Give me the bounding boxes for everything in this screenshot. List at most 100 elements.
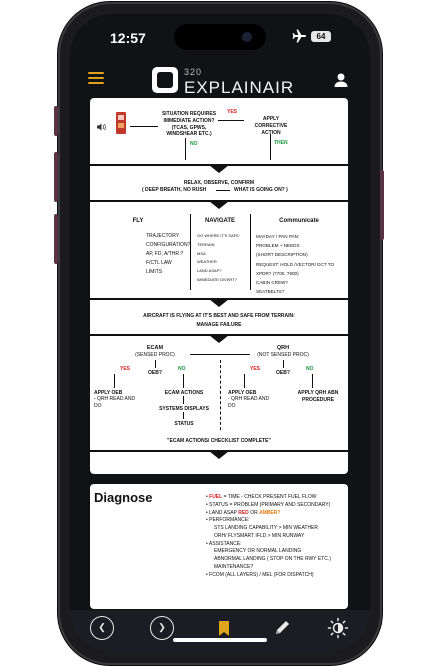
relax-text: RELAX, OBSERVE, CONFIRM: [183, 180, 255, 186]
status-bar: 12:57 64: [70, 14, 370, 60]
navigate-item: TERRAIN: [197, 241, 215, 247]
status-line: STATUS = PROBLEM (PRIMARY AND SECONDARY): [209, 501, 331, 508]
column-divider-2: [250, 214, 251, 290]
maintenance-line: MAINTENANCE?: [214, 563, 254, 570]
fuel-rest: = TIME - CHECK PRESENT FUEL FLOW: [223, 494, 317, 500]
logo-variant: 320: [184, 67, 203, 77]
screen: 12:57 64 320 EXPLAINAIR SITUAT: [70, 14, 370, 653]
ecam-oeb-question: OEB?: [148, 370, 162, 376]
diagnose-item-status: • STATUS = PROBLEM (PRIMARY AND SECONDAR…: [206, 501, 331, 508]
communicate-item: CABIN CREW?: [256, 279, 288, 285]
communicate-item: (SHORT DESCRIPTION): [256, 252, 308, 258]
land-asap: LAND ASAP: [209, 509, 237, 516]
diagnose-list: • FUEL = TIME - CHECK PRESENT FUEL FLOW …: [206, 494, 346, 579]
arrow-right-2: [216, 190, 230, 191]
qrh-yes-arrow: [244, 374, 245, 388]
diagnose-item-performance: • PERFORMANCE:: [206, 517, 250, 524]
ecam-complete-text: "ECAM ACTIONS/ CHECKLIST COMPLETE": [167, 438, 271, 444]
apply-corrective-text: APPLY CORRECTIVE ACTION: [254, 116, 288, 136]
brightness-icon[interactable]: [326, 616, 350, 640]
diagnose-card[interactable]: Diagnose • FUEL = TIME - CHECK PRESENT F…: [90, 484, 348, 609]
clock: 12:57: [110, 30, 146, 46]
qrh-oeb-yes: YES: [250, 366, 261, 372]
qrh-oeb-question: OEB?: [276, 370, 290, 376]
camera-icon: [242, 32, 252, 42]
ecam-oeb-yes: YES: [120, 366, 131, 372]
navigate-list: GO WHERE IT'S SAFE: TERRAIN MSA WEATHER …: [197, 232, 253, 285]
previous-page-button[interactable]: ❮: [90, 616, 114, 640]
ecam-actions-arrow: [183, 396, 184, 404]
logo-icon: [152, 67, 178, 93]
communicate-list: MAYDAY / PAN PAN: PROBLEM + NEEDS (SHORT…: [256, 232, 346, 296]
column-divider-1: [190, 214, 191, 290]
ecam-qrh-read-do: - QRH READ AND DO: [94, 396, 136, 409]
app-bar: 320 EXPLAINAIR: [70, 60, 370, 100]
communicate-item: PROBLEM + NEEDS: [256, 243, 300, 249]
ecam-oeb-no: NO: [178, 366, 186, 372]
situation-text: SITUATION REQUIRES IMMEDIATE ACTION? (TC…: [161, 111, 217, 138]
qrh-read-do: - QRH READ AND DO: [228, 396, 270, 409]
flow-arrow-4: [209, 335, 229, 343]
flowchart-card[interactable]: SITUATION REQUIRES IMMEDIATE ACTION? (TC…: [90, 98, 348, 474]
emergency-line: EMERGENCY OR NORMAL LANDING: [214, 548, 302, 555]
qrh-no-arrow: [312, 374, 313, 388]
fly-list: TRAJECTORY CONFIGURATION? AP, FD, A/THR …: [146, 232, 206, 277]
diagnose-item-fuel: • FUEL = TIME - CHECK PRESENT FUEL FLOW: [206, 494, 317, 500]
abnormal-line: ABNORMAL LANDING ( STOP ON THE RWY ETC.): [214, 556, 331, 562]
ecam-title: ECAM: [146, 345, 164, 351]
qrh-arrow: [283, 360, 284, 368]
warning-light-icon: [116, 112, 126, 134]
what-going-on-text: WHAT IS GOING ON? ): [234, 187, 288, 193]
navigate-item: IMMEDIATE DIVERT?: [197, 276, 237, 282]
navigate-item: MSA: [197, 250, 206, 256]
power-button: [380, 170, 384, 240]
volume-down-button: [54, 214, 58, 264]
red-word: RED: [238, 509, 249, 516]
communicate-item: REQUEST: HOLD /VECTOR/ DCT TO: [256, 261, 335, 267]
yes-label: YES: [227, 109, 238, 115]
airplane-mode-icon: [292, 29, 306, 43]
user-icon[interactable]: [333, 72, 349, 88]
navigate-title: NAVIGATE: [204, 218, 236, 224]
pencil-icon[interactable]: [270, 616, 294, 640]
bookmark-icon[interactable]: [212, 616, 236, 640]
ecam-actions: ECAM ACTIONS: [164, 390, 204, 396]
center-divider: [220, 360, 221, 430]
assistance-label: ASSISTANCE:: [208, 540, 242, 547]
fly-item: TRAJECTORY: [146, 233, 180, 239]
qrh-apply-oeb: APPLY OEB: [228, 390, 257, 396]
fuel-word: FUEL: [209, 494, 223, 500]
flow-arrow-5: [209, 451, 229, 459]
diagnose-item-land: • LAND ASAP RED OR AMBER?: [206, 509, 281, 516]
home-indicator[interactable]: [173, 638, 267, 642]
arrow-down-no: [185, 138, 186, 160]
flow-arrow-1: [209, 165, 229, 173]
diagnose-item-fcom: • FCOM (ALL LAYERS) / MEL (FOR DISPATCH): [206, 571, 314, 578]
next-page-button[interactable]: ❯: [150, 616, 174, 640]
ecam-arrow: [155, 360, 156, 368]
communicate-item: XPDR? (7700, 7600): [256, 270, 299, 276]
fly-item: F/CTL LAW: [146, 260, 172, 266]
battery-icon: 64: [311, 31, 331, 42]
manage-failure-text: MANAGE FAILURE: [196, 322, 242, 328]
navigate-item: LAND ASAP?: [197, 268, 222, 274]
arrow-down-then: [270, 134, 271, 160]
ecam-yes-arrow: [114, 374, 115, 388]
fly-item: CONFIGURATION?: [146, 242, 191, 248]
mute-switch: [54, 106, 58, 136]
diagnose-item-assistance: • ASSISTANCE:: [206, 540, 242, 547]
flow-arrow-2: [209, 201, 229, 209]
app-logo: 320 EXPLAINAIR: [152, 64, 294, 96]
communicate-item: SEATBELTS?: [256, 289, 285, 295]
deep-breath-text: ( DEEP BREATH, NO RUSH: [142, 187, 207, 193]
qrh-oeb-no: NO: [306, 366, 314, 372]
no-label: NO: [190, 141, 198, 147]
status-label: STATUS: [174, 421, 194, 427]
flow-arrow-3: [209, 299, 229, 307]
aircraft-safe-text: AIRCRAFT IS FLYING AT IT'S BEST AND SAFE…: [143, 313, 295, 319]
volume-up-button: [54, 152, 58, 202]
performance-label: PERFORMANCE:: [209, 517, 250, 524]
sts-line: STS LANDING CAPABILITY > MIN WEATHER: [214, 525, 319, 531]
navigate-item: GO WHERE IT'S SAFE:: [197, 233, 240, 238]
menu-icon[interactable]: [88, 72, 104, 84]
